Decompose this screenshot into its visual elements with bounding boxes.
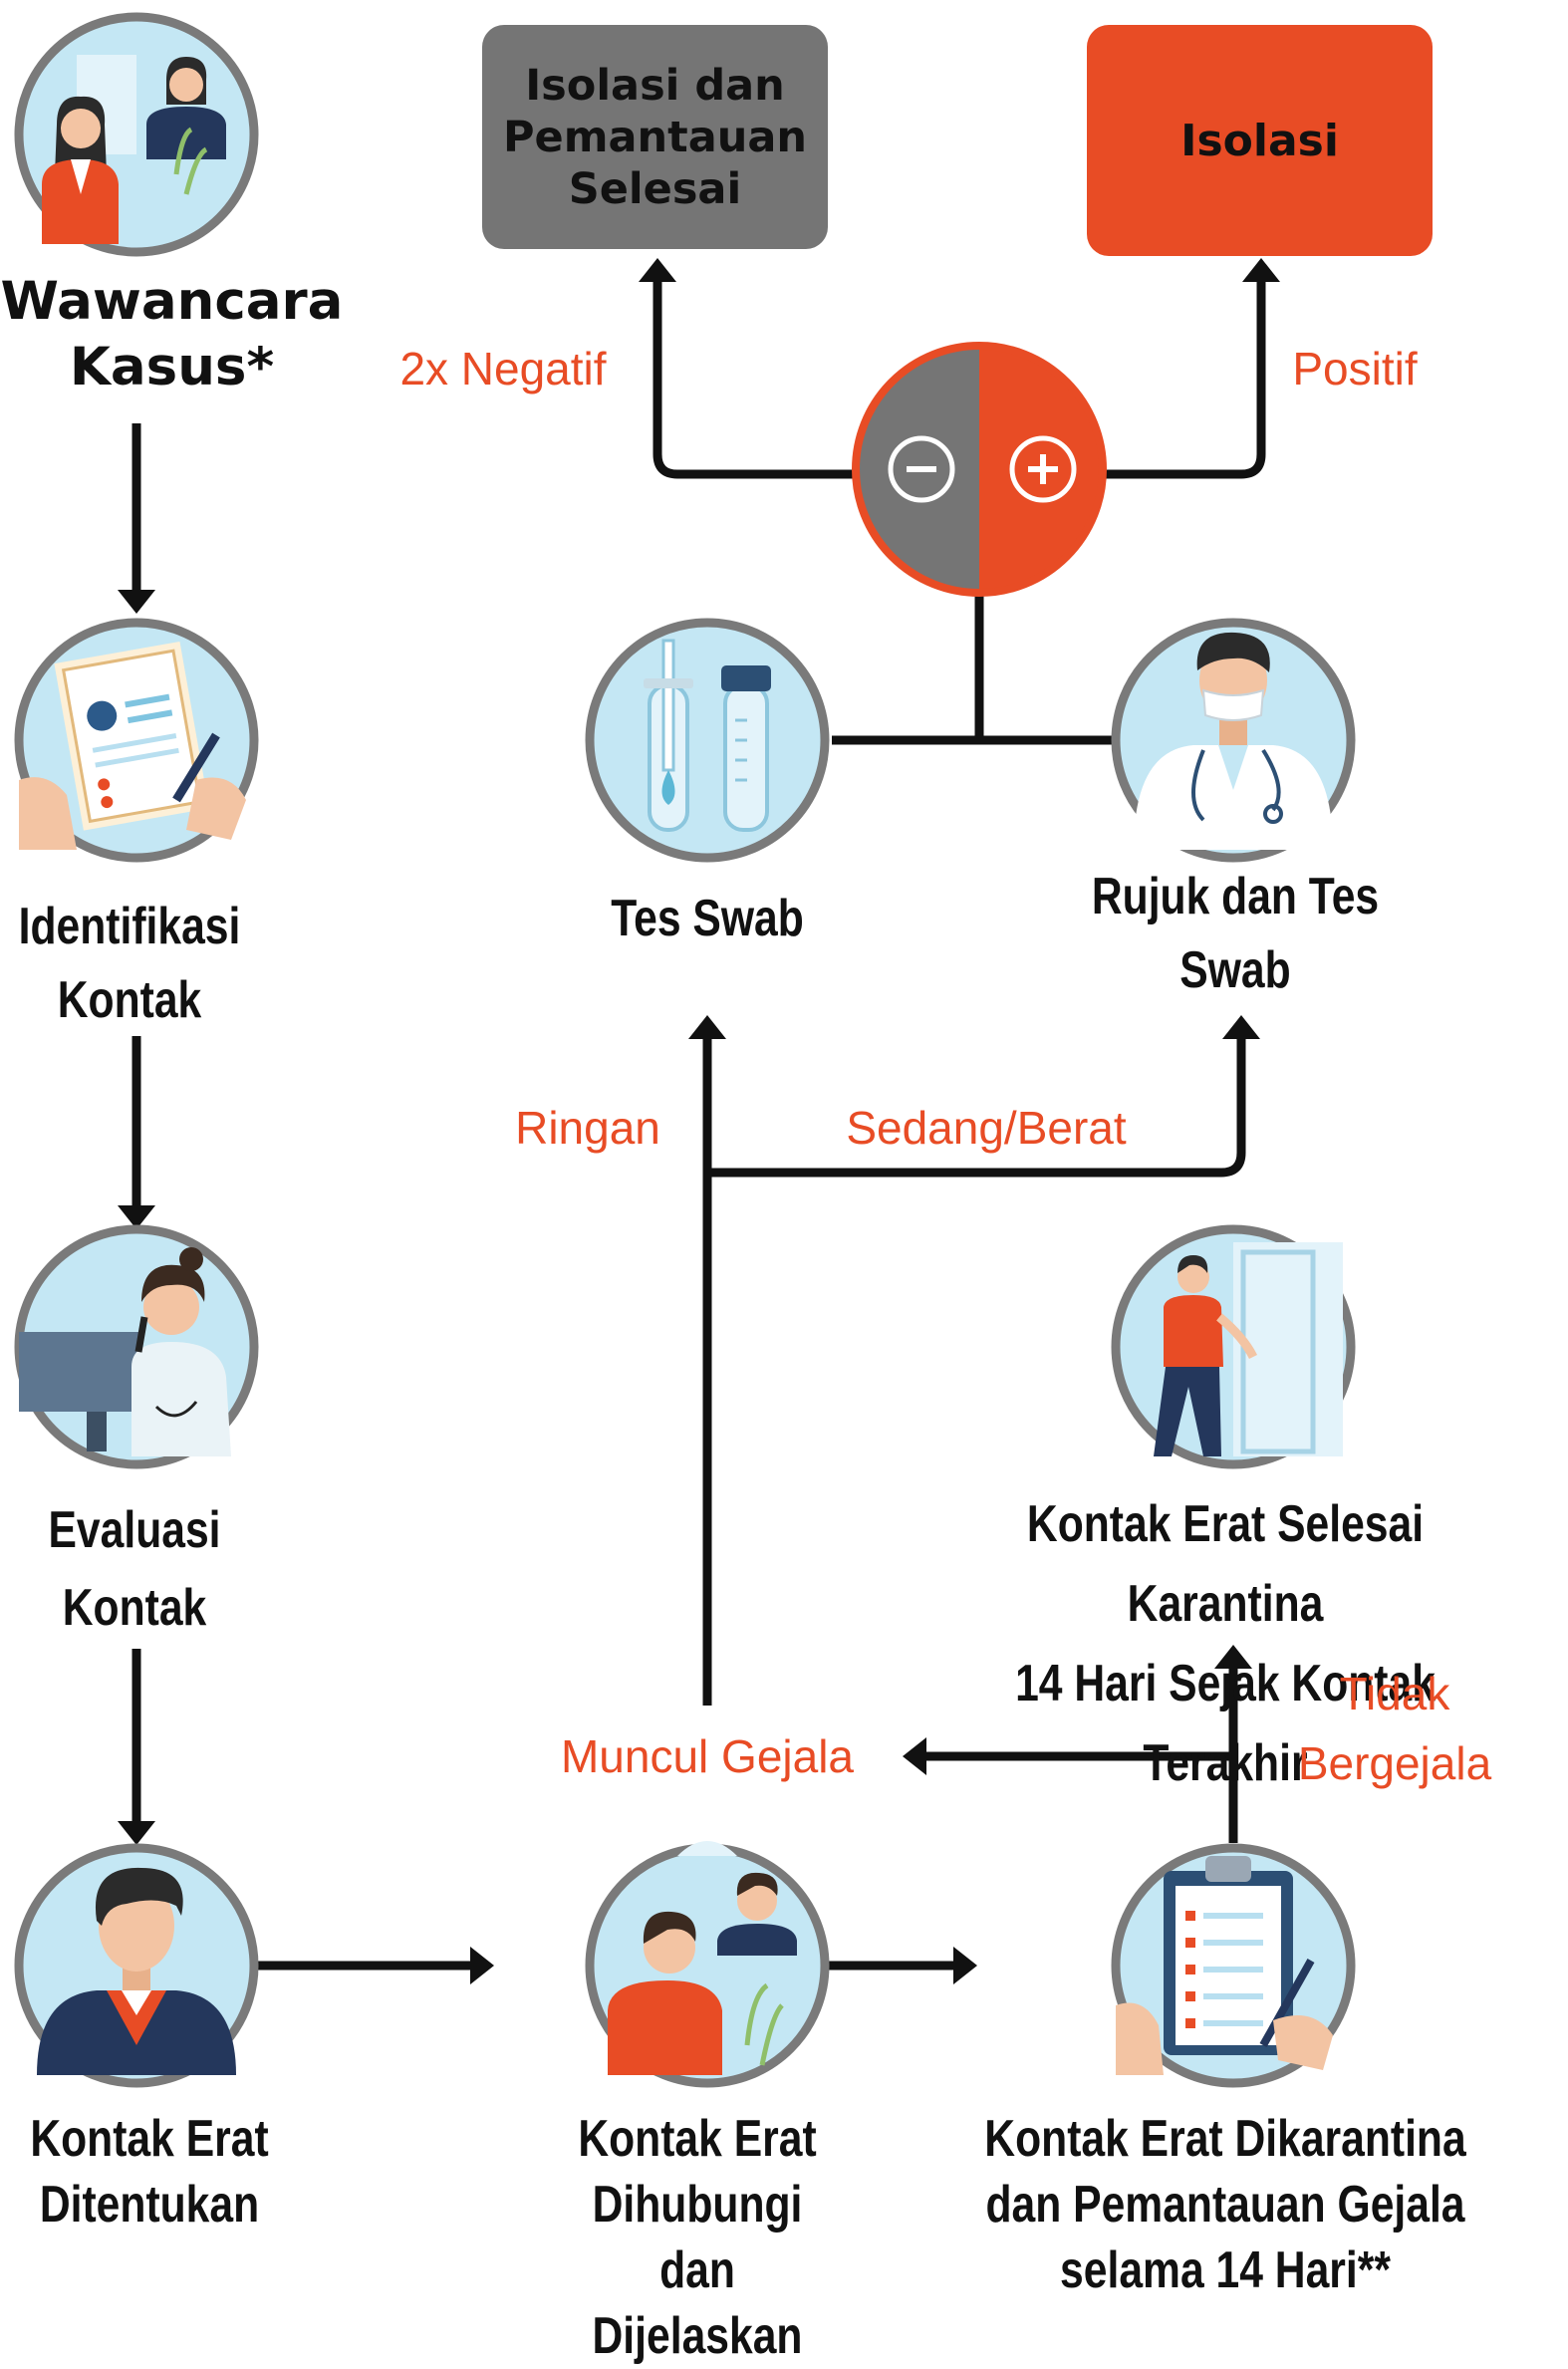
tidak-bergejala-line-1: Tidak [1339,1668,1450,1719]
arrowhead [1222,1015,1260,1039]
isolasi-selesai-line-3: Selesai [568,163,742,214]
kontak-ditentukan-label: Kontak Erat Ditentukan [27,2106,272,2237]
negatif-label: 2x Negatif [399,343,607,395]
kontak-dihubungi-line-1: Kontak Erat [578,2110,817,2168]
karantina-label: Kontak Erat Dikarantina dan Pemantauan G… [955,2106,1494,2303]
minus-icon [888,435,955,503]
kontak-dihubungi-line-2: Dihubungi dan [592,2176,803,2299]
arrowhead [118,1821,155,1845]
isolasi-box: Isolasi [1087,25,1433,256]
arrowhead [1242,258,1280,282]
connectors [118,258,1280,1984]
call-center-icon [14,1224,259,1469]
phone-interview-icon [14,12,259,257]
karantina-line-3: selama 14 Hari** [1060,2241,1391,2299]
arrowhead [688,1015,726,1039]
evaluasi-label: Evaluasi Kontak [24,1491,244,1647]
tes-swab-line-1: Tes Swab [611,890,804,947]
tes-swab-label: Tes Swab [585,882,830,955]
kontak-ditentukan-line-2: Ditentukan [39,2176,260,2234]
kontak-dihubungi-line-3: Dijelaskan [592,2307,803,2365]
wawancara-line-1: Wawancara [0,271,344,332]
arrowhead [470,1947,494,1984]
karantina-line-1: Kontak Erat Dikarantina [984,2110,1466,2168]
positif-label: Positif [1292,343,1418,395]
selesai-karantina-label: Kontak Erat Selesai Karantina 14 Hari Se… [939,1484,1511,1803]
rujuk-line-1: Rujuk dan Tes [1091,868,1380,925]
clipboard-icon [1111,1843,1356,2088]
person-icon [14,1843,259,2088]
wawancara-label: Wawancara Kasus* [0,269,344,400]
rujuk-label: Rujuk dan Tes Swab [1072,860,1399,1007]
test-result-circle [852,342,1107,597]
sedang-berat-label: Sedang/Berat [846,1102,1127,1154]
document-icon [14,618,259,863]
leaving-person-icon [1111,1224,1356,1469]
flow-diagram [14,12,1356,2088]
line-positif [1100,282,1266,479]
isolasi-selesai-box: Isolasi dan Pemantauan Selesai [482,25,828,249]
tidak-bergejala-label: Tidak Bergejala [1255,1659,1534,1798]
rujuk-line-2: Swab [1179,941,1291,999]
identifikasi-label: Identifikasi Kontak [15,890,244,1037]
arrowhead [118,590,155,614]
arrowhead [1214,1645,1252,1669]
isolasi-label: Isolasi [1180,115,1339,166]
kontak-dihubungi-label: Kontak Erat Dihubungi dan Dijelaskan [559,2106,837,2369]
isolasi-selesai-line-2: Pemantauan [503,112,807,162]
evaluasi-line-1: Evaluasi [48,1501,221,1559]
arrowhead [903,1737,926,1775]
line-negatif [653,282,859,479]
test-tube-icon [585,618,830,863]
phone-call-icon [585,1841,830,2088]
doctor-icon [1111,618,1356,863]
identifikasi-line-1: Identifikasi [18,898,241,955]
plus-icon [1009,435,1077,503]
line-sedang-berat [707,1039,1246,1178]
selesai-karantina-line-2: 14 Hari Sejak Kontak Terakhir [1015,1655,1436,1792]
muncul-gejala-label: Muncul Gejala [560,1730,855,1782]
isolasi-selesai-line-1: Isolasi dan [525,60,785,111]
tidak-bergejala-line-2: Bergejala [1297,1737,1492,1789]
ringan-label: Ringan [515,1102,660,1154]
identifikasi-line-2: Kontak [57,971,202,1029]
evaluasi-line-2: Kontak [62,1579,207,1637]
kontak-ditentukan-line-1: Kontak Erat [30,2110,269,2168]
arrowhead [953,1947,977,1984]
selesai-karantina-line-1: Kontak Erat Selesai Karantina [1026,1495,1425,1633]
karantina-line-2: dan Pemantauan Gejala [985,2176,1465,2234]
wawancara-line-2: Kasus* [69,337,275,397]
arrowhead [639,258,676,282]
arrowhead [118,1205,155,1229]
